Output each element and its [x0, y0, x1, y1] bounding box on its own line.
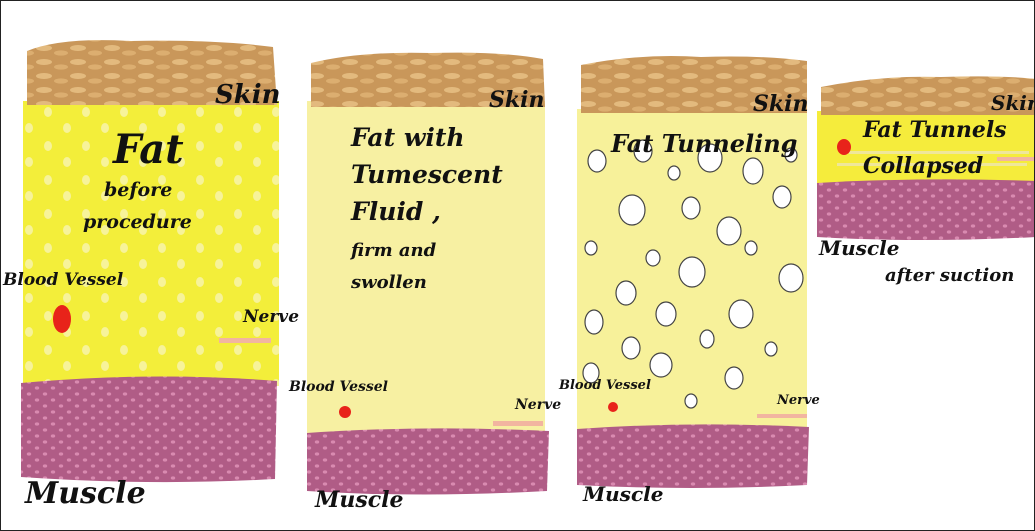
muscle-label: Muscle — [314, 487, 403, 513]
fat-text-line-2: swollen — [350, 272, 427, 293]
muscle-label: Muscle — [582, 482, 663, 506]
muscle-label: Muscle — [818, 236, 899, 260]
fat-title-line-2: Collapsed — [863, 153, 983, 179]
blood-vessel — [837, 139, 851, 155]
fat-text-line-1: before — [104, 179, 172, 201]
fat-text-line-1: firm and — [349, 240, 437, 261]
nerve — [219, 338, 271, 343]
after-suction-caption: after suction — [885, 265, 1014, 286]
nerve-label: Nerve — [242, 307, 299, 327]
skin-label: Skin — [215, 80, 281, 110]
fat-title: Fat Tunneling — [610, 129, 797, 158]
fat-text-line-2: procedure — [83, 211, 192, 233]
skin-label: Skin — [991, 91, 1035, 115]
muscle-layer — [817, 179, 1035, 240]
panel-tunneling: Skin Fat Tunneling Blood Vessel Nerve Mu… — [558, 56, 820, 506]
muscle-label: Muscle — [24, 476, 146, 511]
blood-vessel — [53, 305, 71, 333]
fat-title: Fat — [112, 126, 184, 173]
blood-vessel-label: Blood Vessel — [288, 379, 388, 395]
panel-after-suction: Skin Fat Tunnels Collapsed Muscle after … — [817, 76, 1035, 286]
nerve — [493, 421, 543, 426]
muscle-layer — [21, 376, 277, 482]
panel-before: Skin Fat before procedure Blood Vessel N… — [2, 40, 299, 511]
blood-vessel — [339, 406, 351, 418]
fat-title-line-1: Fat with — [350, 123, 465, 152]
fat-title-line-1: Fat Tunnels — [862, 117, 1007, 143]
nerve — [997, 157, 1035, 161]
nerve-label: Nerve — [514, 397, 561, 413]
muscle-layer — [577, 424, 809, 488]
blood-vessel-label: Blood Vessel — [2, 270, 124, 290]
nerve-label: Nerve — [776, 393, 820, 408]
muscle-layer — [307, 428, 549, 494]
skin-label: Skin — [489, 87, 544, 113]
nerve — [757, 414, 807, 418]
blood-vessel-label: Blood Vessel — [558, 378, 651, 393]
skin-label: Skin — [753, 91, 808, 117]
fat-title-line-2: Tumescent — [351, 160, 503, 189]
blood-vessel — [608, 402, 618, 412]
panel-tumescent: Skin Fat with Tumescent Fluid , firm and… — [288, 53, 561, 513]
fat-title-line-3: Fluid , — [350, 197, 441, 226]
